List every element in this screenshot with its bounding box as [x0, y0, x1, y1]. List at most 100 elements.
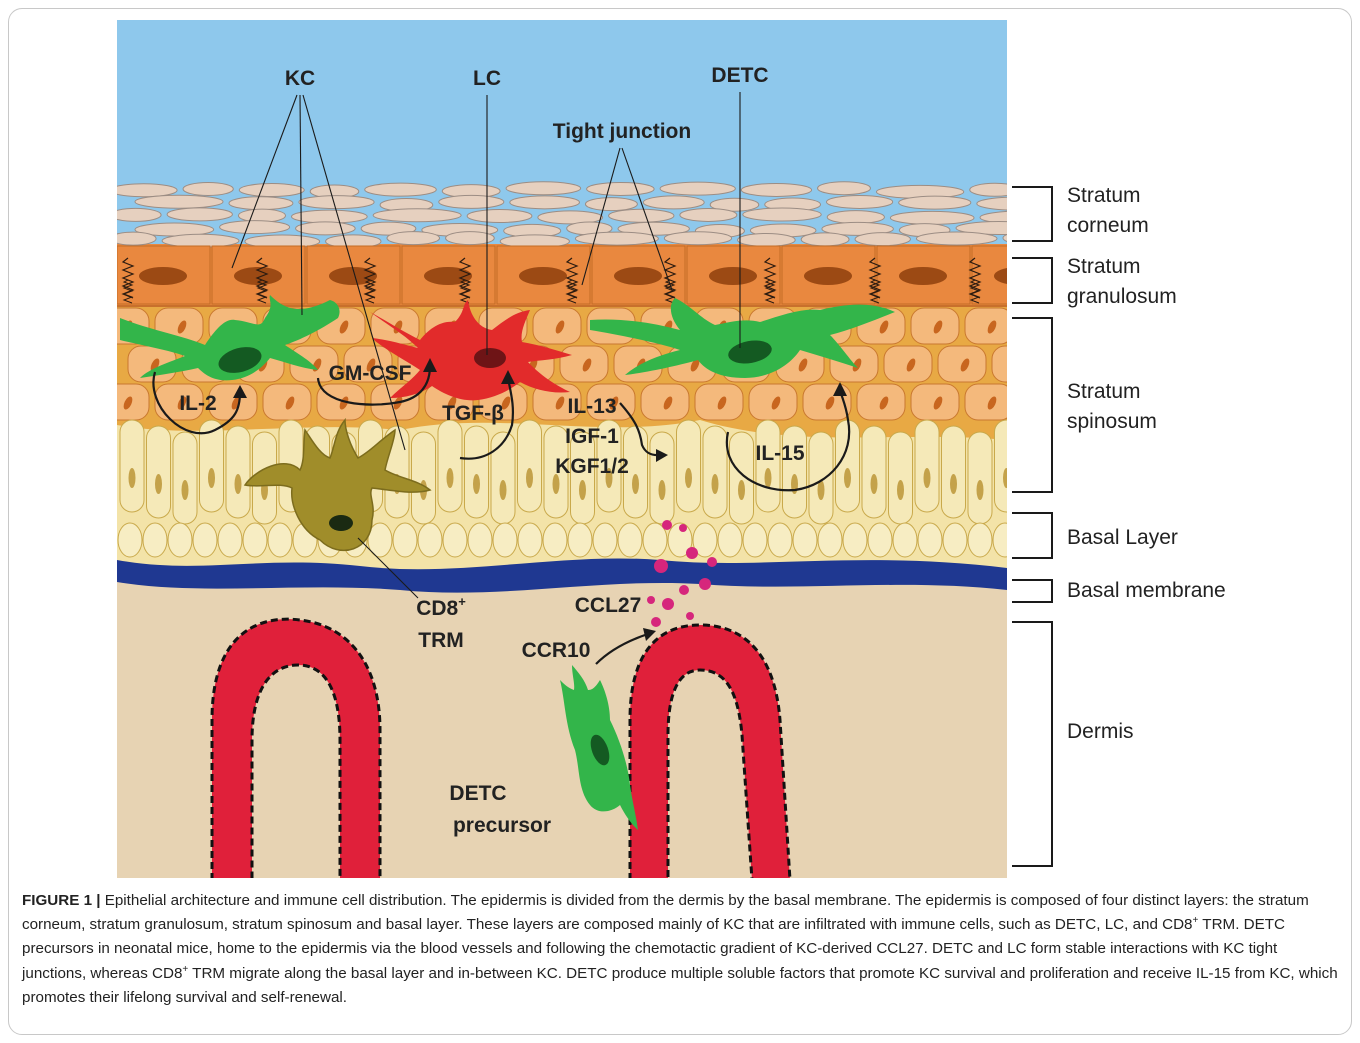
label-ccl27: CCL27 [575, 594, 642, 617]
basal-cell [518, 420, 542, 512]
corneocyte [162, 234, 239, 247]
basal-nucleus [500, 480, 507, 500]
corneocyte [110, 232, 156, 245]
corneocyte [660, 182, 735, 195]
granular-nucleus [709, 267, 757, 285]
corneocyte [220, 221, 290, 234]
basal-cell-lower [593, 523, 617, 557]
label-igf1: IGF-1 [565, 425, 619, 448]
basal-nucleus [1003, 468, 1010, 488]
corneocyte [899, 196, 971, 209]
basal-cell [120, 420, 144, 512]
basal-cell-lower [143, 523, 167, 557]
basal-cell [703, 426, 727, 518]
layer-corneum-1: Stratum [1067, 184, 1141, 207]
spinous-cell [992, 346, 1040, 382]
layer-spinosum-2: spinosum [1067, 410, 1157, 433]
corneocyte [827, 211, 884, 224]
basal-cell-lower [993, 523, 1017, 557]
corneocyte [643, 196, 704, 209]
basal-cell-lower [918, 523, 942, 557]
label-detc-precursor-1: DETC [449, 782, 506, 805]
label-kc: KC [285, 67, 315, 90]
corneocyte [387, 232, 440, 245]
basal-cell-lower [243, 523, 267, 557]
corneocyte [741, 183, 811, 196]
basal-cell [915, 420, 939, 512]
basal-cell [491, 432, 515, 524]
basal-cell [836, 420, 860, 512]
basal-nucleus [182, 480, 189, 500]
skin-diagram: KC LC DETC Tight junction GM-CSF IL-2 TG… [0, 0, 1360, 880]
corneocyte [506, 182, 581, 195]
basal-nucleus [950, 474, 957, 494]
corneocyte [110, 208, 161, 221]
layer-dermis: Dermis [1067, 720, 1134, 743]
corneocyte [970, 183, 1020, 196]
basal-cell-lower [493, 523, 517, 557]
basal-cell-lower [193, 523, 217, 557]
label-detc-precursor-2: precursor [453, 814, 551, 837]
corneocyte [1003, 232, 1055, 245]
ccl27-dot [679, 524, 687, 532]
basal-cell-lower [543, 523, 567, 557]
layer-granulosum-2: granulosum [1067, 285, 1177, 308]
ccl27-dot [662, 598, 674, 610]
basal-nucleus [844, 468, 851, 488]
corneocyte [977, 197, 1056, 210]
basal-cell [412, 432, 436, 524]
layer-basal-layer: Basal Layer [1067, 526, 1178, 549]
basal-cell-lower [618, 523, 642, 557]
corneocyte [587, 182, 654, 195]
granular-nucleus [994, 267, 1042, 285]
ccl27-dot [699, 578, 711, 590]
basal-nucleus [632, 474, 639, 494]
basal-cell-lower [118, 523, 142, 557]
label-ccr10: CCR10 [522, 639, 591, 662]
layer-corneum-2: corneum [1067, 214, 1149, 237]
label-il2: IL-2 [179, 392, 216, 415]
basal-cell [173, 432, 197, 524]
granular-nucleus [614, 267, 662, 285]
caption-part1: Epithelial architecture and immune cell … [22, 892, 1309, 933]
label-gm-csf: GM-CSF [329, 362, 412, 385]
basal-nucleus [712, 474, 719, 494]
corneocyte [575, 232, 658, 245]
corneocyte [743, 208, 821, 221]
basal-cell [677, 420, 701, 512]
basal-cell [226, 426, 250, 518]
corneocyte [183, 182, 233, 195]
basal-nucleus [871, 474, 878, 494]
corneocyte [292, 210, 368, 223]
granular-nucleus [899, 267, 947, 285]
corneocyte [738, 233, 796, 246]
corneocyte [585, 198, 637, 211]
basal-nucleus [685, 468, 692, 488]
corneocyte [827, 195, 893, 208]
basal-nucleus [579, 480, 586, 500]
figure-caption: FIGURE 1 | Epithelial architecture and i… [22, 889, 1340, 1010]
basal-nucleus [473, 474, 480, 494]
caption-label: FIGURE 1 | [22, 892, 101, 909]
corneocyte [916, 232, 997, 245]
basal-cell-lower [793, 523, 817, 557]
basal-nucleus [897, 480, 904, 500]
corneocyte [609, 209, 674, 222]
corneocyte [467, 209, 532, 222]
basal-cell [889, 432, 913, 524]
ccl27-dot [707, 557, 717, 567]
basal-cell [995, 420, 1019, 512]
layer-brackets [1012, 187, 1052, 866]
basal-cell-lower [943, 523, 967, 557]
ccl27-dot [686, 547, 698, 559]
basal-cell-lower [968, 523, 992, 557]
label-il13: IL-13 [567, 395, 616, 418]
basal-cell-lower [568, 523, 592, 557]
basal-cell-lower [518, 523, 542, 557]
basal-nucleus [977, 480, 984, 500]
basal-nucleus [765, 468, 772, 488]
label-kgf: KGF1/2 [555, 455, 629, 478]
corneocyte [510, 196, 580, 209]
corneocyte [439, 195, 504, 208]
basal-cell-lower [268, 523, 292, 557]
